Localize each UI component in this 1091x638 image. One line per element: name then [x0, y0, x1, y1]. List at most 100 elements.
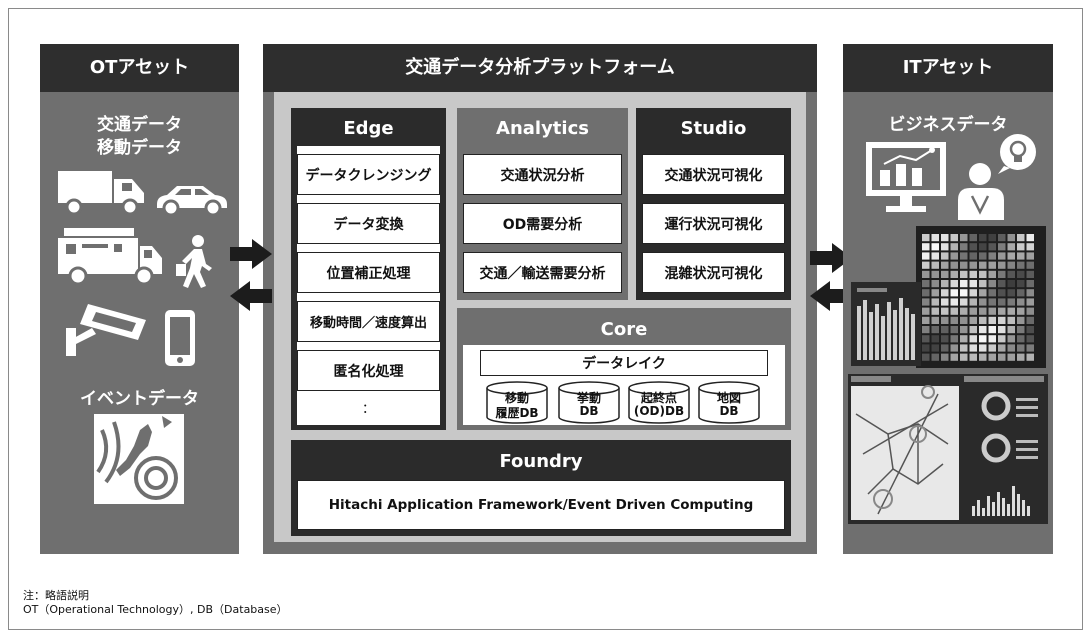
- heatmap-cell: [998, 335, 1006, 343]
- heatmap-cell: [998, 234, 1006, 242]
- heatmap-cell: [969, 326, 977, 334]
- heatmap-cell: [922, 326, 930, 334]
- heatmap-cell: [988, 344, 996, 352]
- figure-frame: [8, 8, 1083, 630]
- heatmap-cell: [988, 353, 996, 361]
- heatmap-cell: [969, 298, 977, 306]
- db-label-behavior-1: 挙動: [576, 391, 601, 405]
- heatmap-cell: [960, 280, 968, 288]
- movement-history-db-icon: [486, 381, 548, 424]
- heatmap-cell: [1026, 243, 1034, 251]
- heatmap-cell: [950, 307, 958, 315]
- studio-item-congestion: 混雑状況可視化: [642, 252, 785, 293]
- heatmap-cell: [988, 234, 996, 242]
- heatmap-cell: [988, 252, 996, 260]
- heatmap-cell: [931, 234, 939, 242]
- edge-item-time-speed: 移動時間／速度算出: [297, 301, 440, 342]
- heatmap-cell: [950, 316, 958, 324]
- heatmap-cell: [1026, 270, 1034, 278]
- heatmap-cell: [969, 252, 977, 260]
- heatmap-cell: [979, 353, 987, 361]
- heatmap-cell: [1007, 353, 1015, 361]
- heatmap-cell: [988, 307, 996, 315]
- heatmap-cell: [1017, 344, 1025, 352]
- heatmap-cell: [931, 316, 939, 324]
- heatmap-cell: [960, 344, 968, 352]
- heatmap-cell: [960, 234, 968, 242]
- fire-truck-icon: [58, 228, 162, 286]
- heatmap-cell: [1026, 289, 1034, 297]
- heatmap-cell: [931, 353, 939, 361]
- heatmap-cell: [1026, 335, 1034, 343]
- heatmap-cell: [922, 261, 930, 269]
- heatmap-cell: [1026, 252, 1034, 260]
- ot-asset-header: OTアセット: [40, 44, 239, 92]
- heatmap-cell: [960, 307, 968, 315]
- heatmap-cell: [960, 252, 968, 260]
- heatmap-cell: [950, 252, 958, 260]
- db-label-map-1: 地図: [716, 391, 741, 405]
- heatmap-cell: [950, 353, 958, 361]
- heatmap-cell: [941, 270, 949, 278]
- business-data-label: ビジネスデータ: [888, 115, 1008, 135]
- heatmap-cell: [1007, 307, 1015, 315]
- edge-item-cleansing: データクレンジング: [297, 154, 440, 195]
- heatmap-cell: [988, 243, 996, 251]
- heatmap-cell: [979, 316, 987, 324]
- arrow-ot-to-platform: [230, 239, 272, 269]
- heatmap-cell: [979, 335, 987, 343]
- heatmap-cell: [960, 316, 968, 324]
- heatmap-cell: [998, 270, 1006, 278]
- arrow-it-to-platform: [810, 281, 852, 311]
- pedestrian-icon: [176, 235, 212, 288]
- edge-title: Edge: [343, 118, 394, 139]
- heatmap-cell: [941, 234, 949, 242]
- heatmap-cell: [969, 344, 977, 352]
- heatmap-cell: [1007, 289, 1015, 297]
- heatmap-cell: [969, 261, 977, 269]
- heatmap-cell: [950, 261, 958, 269]
- bar-chart-screen-icon: [851, 282, 921, 366]
- heatmap-cell: [1007, 243, 1015, 251]
- heatmap-cell: [988, 289, 996, 297]
- heatmap-cell: [931, 289, 939, 297]
- edge-item-conversion: データ変換: [297, 203, 440, 244]
- heatmap-cell: [1017, 289, 1025, 297]
- heatmap-cell: [922, 353, 930, 361]
- traffic-data-label: 交通データ: [97, 115, 182, 135]
- truck-icon: [58, 171, 144, 216]
- heatmap-cell: [941, 353, 949, 361]
- heatmap-cell: [988, 316, 996, 324]
- heatmap-cell: [1026, 307, 1034, 315]
- heatmap-cell: [941, 243, 949, 251]
- behavior-db-icon: [558, 381, 620, 424]
- heatmap-cell: [950, 243, 958, 251]
- heatmap-cell: [1017, 252, 1025, 260]
- heatmap-cell: [931, 326, 939, 334]
- heatmap-cell: [922, 335, 930, 343]
- heatmap-cell: [969, 280, 977, 288]
- heatmap-cell: [1026, 298, 1034, 306]
- data-lake-box: データレイク: [480, 350, 768, 376]
- heatmap-cell: [969, 234, 977, 242]
- heatmap-cell: [969, 243, 977, 251]
- heatmap-cell: [979, 280, 987, 288]
- heatmap-cell: [960, 326, 968, 334]
- heatmap-cell: [931, 252, 939, 260]
- heatmap-cell: [969, 335, 977, 343]
- monitor-chart-icon: [866, 142, 946, 212]
- heatmap-cell: [969, 289, 977, 297]
- heatmap-cell: [941, 307, 949, 315]
- heatmap-cell: [979, 261, 987, 269]
- studio-item-operation: 運行状況可視化: [642, 203, 785, 244]
- heatmap-cell: [941, 316, 949, 324]
- heatmap-cell: [931, 280, 939, 288]
- heatmap-cell: [941, 261, 949, 269]
- heatmap-cell: [998, 252, 1006, 260]
- heatmap-cell: [1017, 335, 1025, 343]
- heatmap-cell: [931, 298, 939, 306]
- heatmap-cell: [922, 280, 930, 288]
- heatmap-cell: [988, 270, 996, 278]
- analytics-item-transport: 交通／輸送需要分析: [463, 252, 622, 293]
- heatmap-cell: [950, 298, 958, 306]
